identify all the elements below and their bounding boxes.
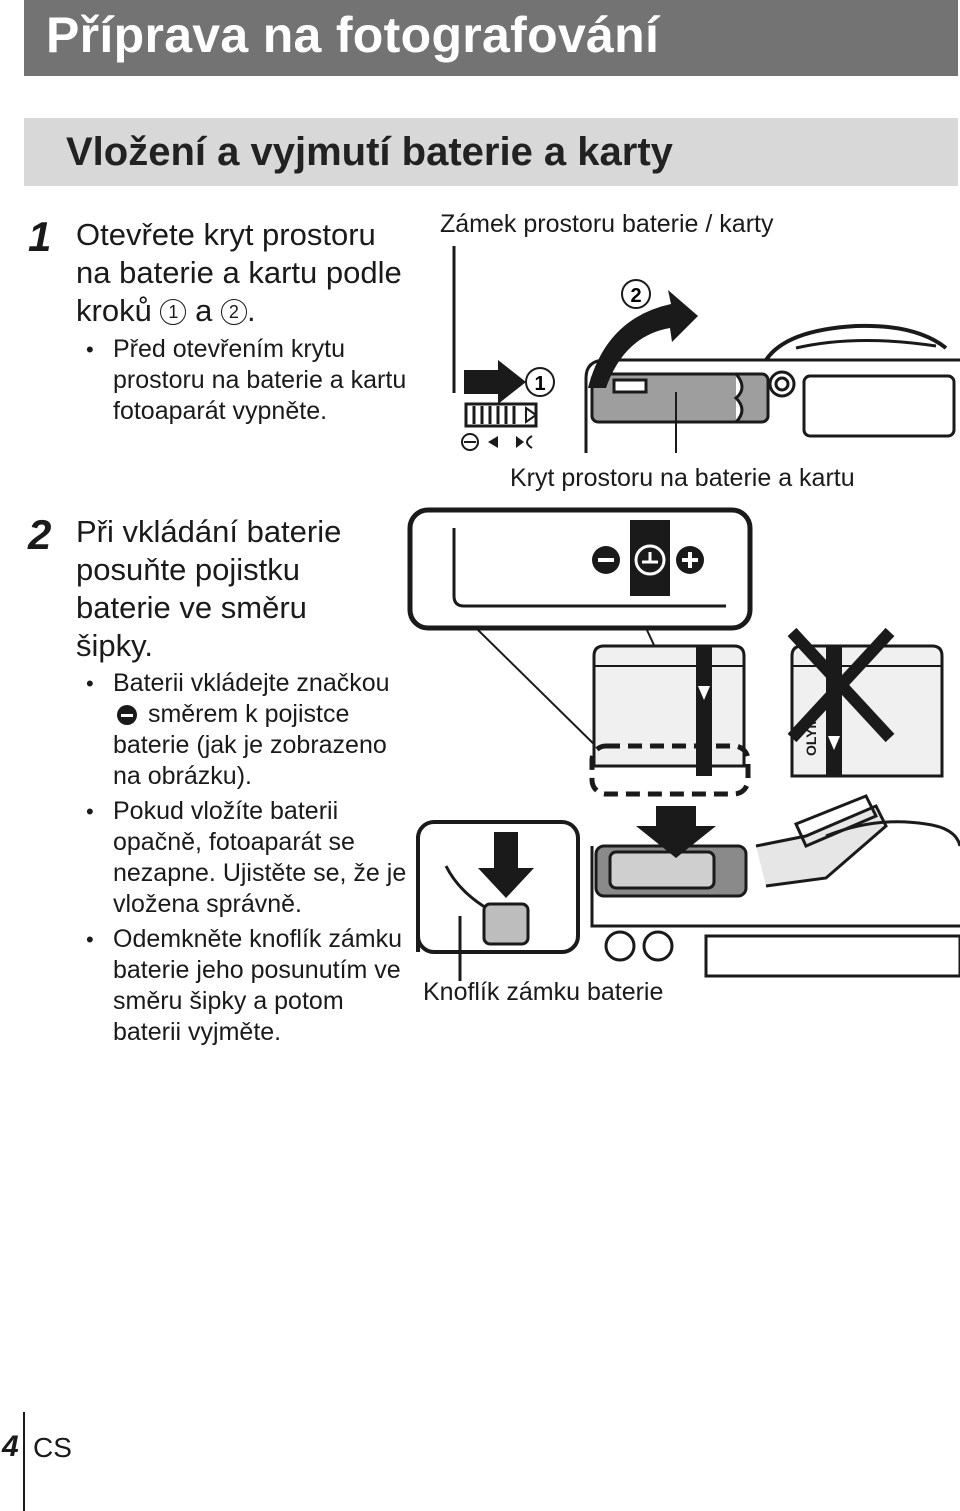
step-1-line-2: na baterie a kartu podle: [76, 255, 402, 290]
page-number: 4: [2, 1430, 19, 1463]
step-2-line-2: posuňte pojistku: [76, 552, 301, 587]
step-2-line-4: šipky.: [76, 628, 153, 663]
callout-2: 2: [630, 285, 641, 307]
step-2-number: 2: [28, 511, 52, 558]
step-circle-1: 1: [160, 299, 187, 325]
callout-1: 1: [534, 373, 545, 395]
battery-cover-illustration: 1 2: [452, 246, 960, 453]
minus-terminal-icon: [117, 705, 137, 725]
page-title: Příprava na fotografování: [46, 7, 660, 63]
step-2-bullet-1-post: směrem k pojistce baterie (jak je zobraz…: [113, 700, 387, 790]
footer-divider: [23, 1412, 25, 1511]
step-2-bullet-1-pre: Baterii vkládejte značkou: [113, 669, 390, 697]
step-1-line-3-pre: kroků: [76, 293, 152, 328]
cover-label: Kryt prostoru na baterie a kartu: [510, 464, 855, 492]
battery-insert-illustration: OLYM: [407, 507, 960, 981]
section-header: Vložení a vyjmutí baterie a karty: [24, 118, 958, 186]
step-1-line-3: kroků 1 a 2.: [76, 292, 402, 330]
section-title: Vložení a vyjmutí baterie a karty: [66, 130, 673, 174]
step-1-bullets: Před otevřením krytu prostoru na baterie…: [80, 334, 430, 431]
page-header: Příprava na fotografování: [24, 0, 958, 76]
step-1-number: 1: [28, 213, 52, 260]
step-2-bullet-2: Pokud vložíte baterii opačně, fotoaparát…: [80, 796, 410, 920]
knob-arrow-icon: [478, 832, 534, 898]
insert-arrow-icon: [636, 806, 716, 858]
step-2-line-3: baterie ve směru: [76, 590, 307, 625]
step-1-and: a: [195, 293, 213, 328]
language-code: CS: [33, 1432, 72, 1463]
step-2-bullets: Baterii vkládejte značkou směrem k pojis…: [80, 668, 410, 1052]
step-2-bullet-3: Odemkněte knoflík zámku baterie jeho pos…: [80, 924, 410, 1048]
step-1-bullet: Před otevřením krytu prostoru na baterie…: [80, 334, 430, 427]
step-2-bullet-1: Baterii vkládejte značkou směrem k pojis…: [80, 668, 410, 792]
lock-label: Zámek prostoru baterie / karty: [440, 210, 774, 238]
step-2-text: Při vkládání baterie posuňte pojistku ba…: [76, 513, 341, 665]
step-1-line-1: Otevřete kryt prostoru: [76, 217, 376, 252]
step-1-text: Otevřete kryt prostoru na baterie a kart…: [76, 216, 402, 330]
step-1-end: .: [246, 293, 256, 328]
knob-label: Knoflík zámku baterie: [423, 978, 664, 1006]
step-2-line-1: Při vkládání baterie: [76, 514, 342, 549]
step-circle-2: 2: [220, 299, 247, 325]
